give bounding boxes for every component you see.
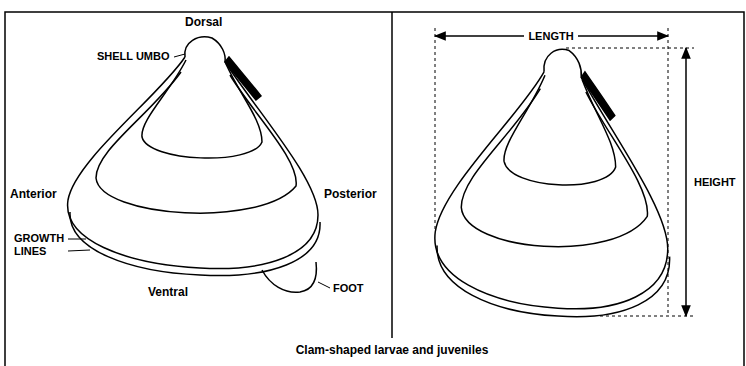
part-label: SHELL UMBO: [97, 50, 170, 63]
leader-line: [68, 239, 86, 240]
growth-ring: [96, 72, 296, 213]
shell-outline: [435, 72, 668, 309]
frame-border: [5, 12, 744, 366]
orientation-label: Posterior: [324, 188, 377, 202]
orientation-label: Anterior: [10, 188, 57, 202]
growth-line: [437, 245, 670, 316]
shell-umbo: [185, 37, 225, 62]
leader-line: [174, 54, 185, 57]
orientation-label: Dorsal: [185, 16, 222, 30]
dimension-guide: [668, 28, 669, 316]
shell-outline: [68, 57, 318, 269]
growth-line: [70, 212, 320, 276]
hinge-mark: [581, 72, 614, 120]
leader-line: [318, 282, 330, 288]
leader-line: [68, 250, 90, 251]
dimension-guide: [566, 48, 694, 49]
part-label: GROWTH LINES: [14, 232, 66, 257]
dimension-guide: [435, 28, 436, 230]
part-label: FOOT: [333, 282, 364, 295]
panel-divider: [391, 12, 393, 338]
height-arrow: [685, 48, 687, 316]
dimension-guide: [600, 316, 694, 317]
hinge-mark: [225, 57, 261, 100]
left-shell: [68, 37, 320, 292]
shell-umbo: [544, 49, 582, 77]
foot-shape: [262, 262, 316, 292]
dimension-label: LENGTH: [524, 30, 577, 43]
right-shell: [435, 49, 670, 316]
growth-ring: [461, 89, 647, 247]
dimension-label: HEIGHT: [694, 176, 736, 189]
figure-caption: Clam-shaped larvae and juveniles: [296, 344, 489, 358]
orientation-label: Ventral: [148, 286, 188, 300]
